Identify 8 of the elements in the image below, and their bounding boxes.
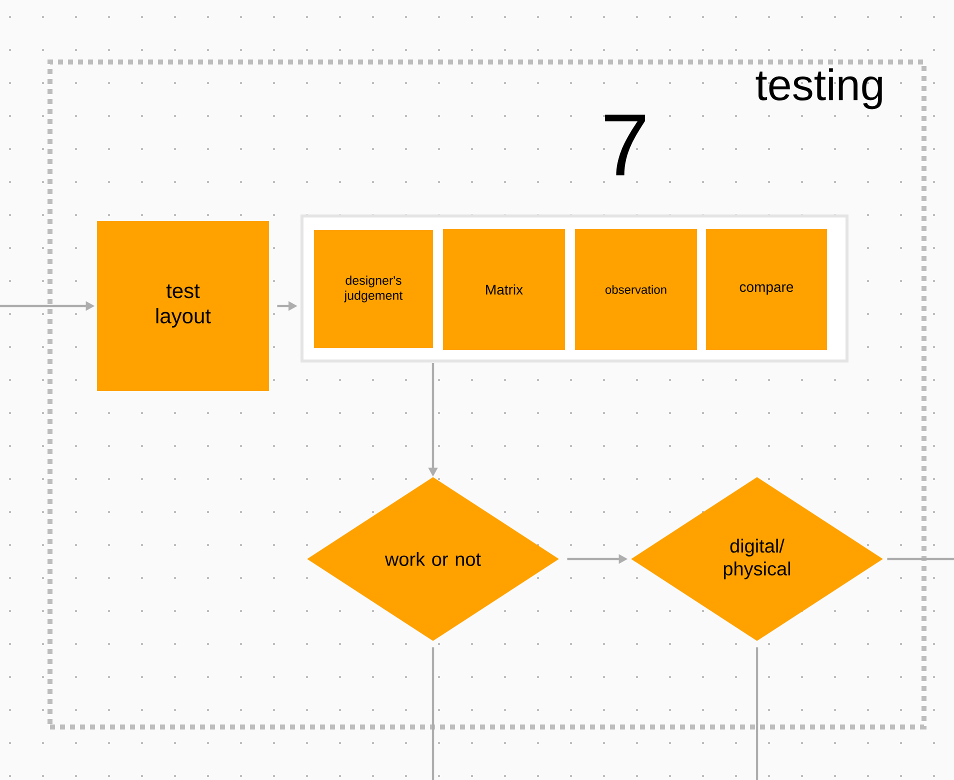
process-box: compare (706, 229, 827, 350)
frame-title: testing (756, 68, 882, 110)
process-box: Matrix (443, 229, 565, 350)
dotted-frame (48, 60, 926, 730)
process-box: observation (575, 229, 697, 350)
step-number: 7 (605, 114, 646, 176)
process-box: test layout (97, 221, 269, 391)
process-box: designer's judgement (314, 230, 433, 348)
